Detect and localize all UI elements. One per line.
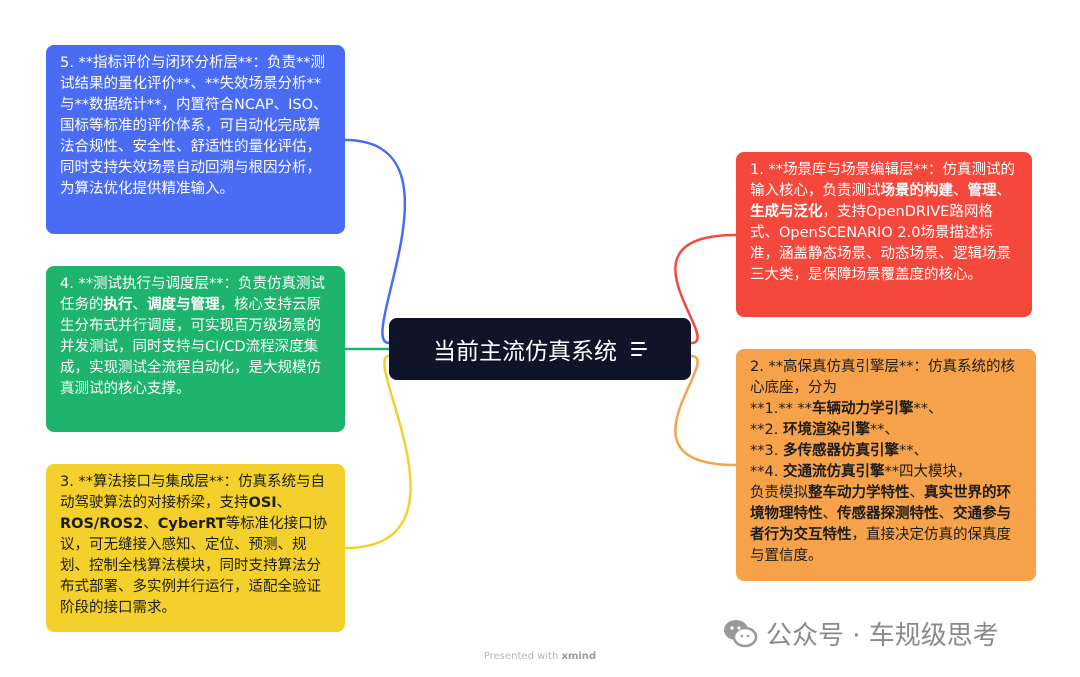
text-segment: 2. **高保真仿真引擎层**：仿真系统的核心底座，分为 [750, 359, 1015, 396]
topic-layer2-text: 2. **高保真仿真引擎层**：仿真系统的核心底座，分为 **1.** **车辆动… [750, 357, 1022, 567]
text-segment: 、 [953, 183, 968, 199]
text-segment: 、 [143, 516, 158, 532]
text-segment: 、 [938, 506, 954, 522]
topic-layer3-text: 3. **算法接口与集成层**：仿真系统与自动驾驶算法的对接桥梁，支持OSI、R… [60, 472, 331, 619]
text-segment: ，支持OpenDRIVE路网格式、OpenSCENARIO 2.0场景描述标准，… [750, 204, 1011, 283]
bold-text-segment: 管理 [967, 183, 997, 199]
text-segment: 、 [132, 297, 148, 313]
bold-text-segment: 调度与管理 [147, 297, 220, 313]
text-segment: 等标准化接口协议，可无缝接入感知、定位、预测、规划、控制全栈算法模块，同时支持算… [60, 516, 328, 616]
text-segment: **、**3. [750, 422, 899, 459]
connector-to-layer1 [674, 233, 737, 345]
text-segment: 、 [909, 485, 925, 501]
footer-prefix: Presented with [483, 651, 562, 662]
connector-to-layer2 [674, 354, 737, 467]
bold-text-segment: 场景的构建 [880, 183, 954, 199]
bold-text-segment: 多传感器仿真引擎 [782, 443, 899, 459]
text-segment: **1.** ** [750, 401, 812, 417]
bold-text-segment: 车辆动力学引擎 [811, 401, 914, 417]
topic-layer5-evaluation[interactable]: 5. **指标评价与闭环分析层**：负责**测试结果的量化评价**、**失效场景… [46, 45, 345, 234]
topic-layer2-engine[interactable]: 2. **高保真仿真引擎层**：仿真系统的核心底座，分为 **1.** **车辆动… [736, 349, 1036, 581]
menu-lines-icon[interactable] [631, 342, 647, 356]
bold-text-segment: 传感器探测特性 [837, 506, 939, 522]
text-segment: 1. **场景库与场景编辑层**：仿真测试的输入核心，负责测试 [750, 162, 1015, 199]
bold-text-segment: OSI [248, 495, 277, 511]
text-segment: 、 [996, 183, 1012, 199]
presented-with-footer: Presented with xmind [0, 651, 1080, 662]
text-segment: **、**2. [750, 401, 943, 438]
text-segment: ，核心支持云原生分布式并行调度，可实现百万级场景的并发测试，同时支持与CI/CD… [60, 297, 321, 397]
text-segment: **四大模块，负责模拟 [750, 464, 972, 501]
text-segment: 4. **测试执行与调度层**：负责仿真测试任务的 [60, 276, 325, 313]
bold-text-segment: CyberRT [157, 516, 226, 532]
wechat-icon [724, 620, 758, 648]
text-segment: 、 [822, 506, 838, 522]
text-segment: 5. **指标评价与闭环分析层**：负责**测试结果的量化评价**、**失效场景… [60, 55, 328, 197]
bold-text-segment: 环境渲染引擎 [782, 422, 870, 438]
watermark-text: 公众号 · 车规级思考 [766, 620, 999, 651]
bold-text-segment: ROS/ROS2 [60, 516, 144, 532]
footer-brand: xmind [561, 651, 597, 662]
central-topic[interactable]: 当前主流仿真系统 [389, 318, 691, 380]
topic-layer4-execution[interactable]: 4. **测试执行与调度层**：负责仿真测试任务的执行、调度与管理，核心支持云原… [46, 266, 345, 432]
connector-to-layer3 [344, 354, 412, 550]
topic-layer4-text: 4. **测试执行与调度层**：负责仿真测试任务的执行、调度与管理，核心支持云原… [60, 274, 331, 400]
text-segment: 3. **算法接口与集成层**：仿真系统与自动驾驶算法的对接桥梁，支持 [60, 474, 325, 511]
watermark: 公众号 · 车规级思考 [722, 614, 999, 652]
bold-text-segment: 交通参与者行为交互特性 [750, 506, 1011, 543]
text-segment: **、**4. [750, 443, 928, 480]
topic-layer5-text: 5. **指标评价与闭环分析层**：负责**测试结果的量化评价**、**失效场景… [60, 53, 331, 200]
central-topic-title: 当前主流仿真系统 [433, 339, 617, 365]
bold-text-segment: 执行 [103, 297, 133, 313]
bold-text-segment: 交通流仿真引擎 [782, 464, 885, 480]
topic-layer3-interface[interactable]: 3. **算法接口与集成层**：仿真系统与自动驾驶算法的对接桥梁，支持OSI、R… [46, 464, 345, 632]
topic-layer1-text: 1. **场景库与场景编辑层**：仿真测试的输入核心，负责测试场景的构建、管理、… [750, 160, 1018, 286]
text-segment: 、 [276, 495, 292, 511]
text-segment: ，直接决定仿真的保真度与置信度。 [750, 527, 1011, 564]
topic-layer1-scenario[interactable]: 1. **场景库与场景编辑层**：仿真测试的输入核心，负责测试场景的构建、管理、… [736, 152, 1032, 317]
connector-to-layer5 [344, 138, 406, 345]
bold-text-segment: 真实世界的环境物理特性 [750, 485, 1011, 522]
bold-text-segment: 整车动力学特性 [808, 485, 910, 501]
bold-text-segment: 生成与泛化 [750, 204, 823, 220]
